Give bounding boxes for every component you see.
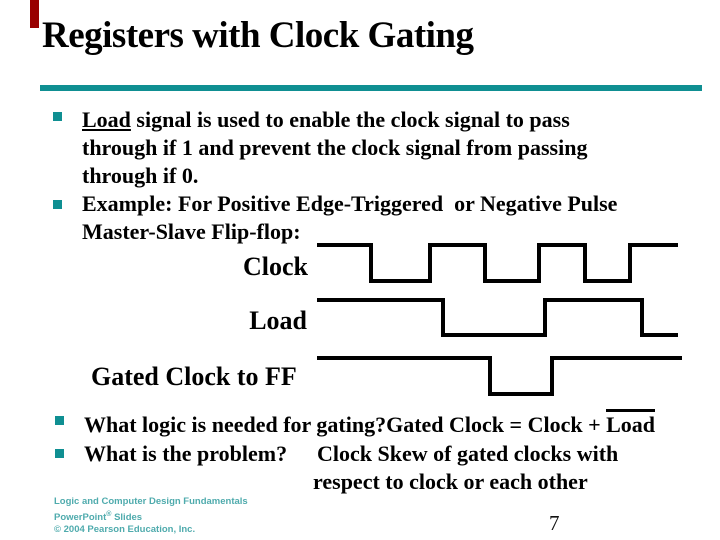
bullet3-text: What logic is needed for gating?Gated Cl… xyxy=(84,409,656,439)
bullet2-text: Example: For Positive Edge-Triggered or … xyxy=(82,190,617,246)
registered-mark: ® xyxy=(106,510,112,518)
clock-waveform xyxy=(317,243,678,283)
gated-clock-waveform xyxy=(317,356,682,396)
page-number: 7 xyxy=(549,511,560,535)
bullet1-line2: through if 1 and prevent the clock signa… xyxy=(82,135,588,160)
load-waveform-label: Load xyxy=(249,306,307,335)
bullet2-line2: Master-Slave Flip-flop: xyxy=(82,219,301,244)
bullet1-line3: through if 0. xyxy=(82,163,199,188)
clock-waveform-label: Clock xyxy=(243,252,308,281)
attribution-line3: © 2004 Pearson Education, Inc. xyxy=(54,524,196,536)
red-accent-bar xyxy=(30,0,39,28)
bullet-square-icon xyxy=(55,416,64,425)
bullet1-text: Load signal is used to enable the clock … xyxy=(82,106,587,190)
bullet-square-icon xyxy=(53,200,62,209)
bullet4-answer-line2: respect to clock or each other xyxy=(313,469,588,494)
bullet1-line1: signal is used to enable the clock signa… xyxy=(130,107,570,132)
bullet2-line1: Example: For Positive Edge-Triggered or … xyxy=(82,191,618,216)
gating-equation: Gated Clock = Clock + xyxy=(386,412,607,437)
title-divider xyxy=(40,85,702,91)
bullet4-question: What is the problem? xyxy=(84,441,288,466)
attribution-line2: PowerPoint® Slides xyxy=(54,510,143,523)
bullet1-load-word: Load xyxy=(82,107,131,132)
bullet-square-icon xyxy=(55,449,64,458)
attribution-line1: Logic and Computer Design Fundamentals xyxy=(54,496,248,507)
load-complement-overbar: Load xyxy=(606,409,656,436)
bullet4-answer-line1: Clock Skew of gated clocks with xyxy=(317,441,619,466)
load-waveform xyxy=(317,298,678,337)
gated-clock-waveform-label: Gated Clock to FF xyxy=(91,362,297,391)
slide-title: Registers with Clock Gating xyxy=(42,15,474,56)
bullet-square-icon xyxy=(53,112,62,121)
bullet3-question: What logic is needed for gating? xyxy=(84,412,387,437)
